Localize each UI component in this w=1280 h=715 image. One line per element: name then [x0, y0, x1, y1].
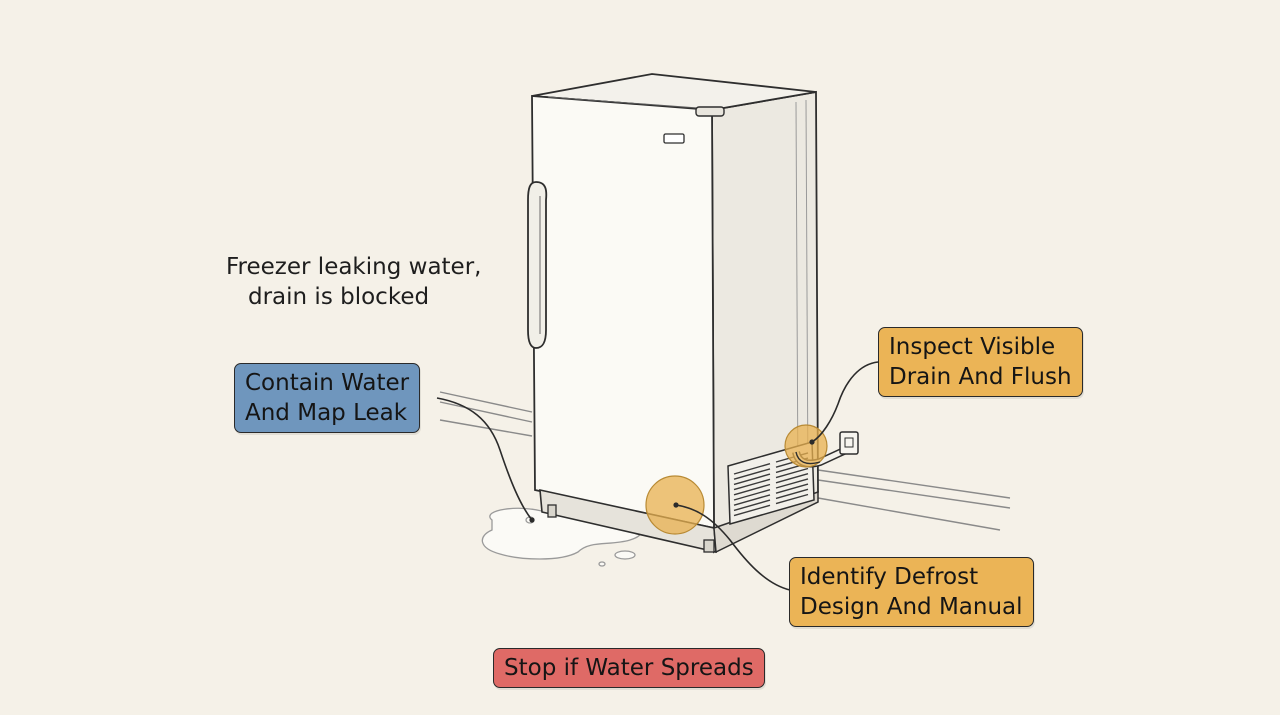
wall-outlet	[839, 431, 859, 455]
vent-slat	[733, 494, 771, 506]
vent-slat	[775, 493, 809, 505]
leader-lines	[436, 361, 879, 591]
callout-inspect-line-2: Drain And Flush	[889, 364, 1072, 390]
drain-highlight	[784, 424, 828, 468]
brand-badge	[663, 133, 685, 144]
callout-identify-defrost: Identify Defrost Design And Manual	[789, 557, 1034, 627]
callout-contain-line-1: Contain Water	[245, 370, 410, 396]
callout-inspect-drain: Inspect Visible Drain And Flush	[878, 327, 1083, 397]
base-feet	[547, 504, 715, 553]
outlet-socket	[844, 437, 854, 448]
vent-slat	[733, 468, 771, 480]
wall-baseline-left	[439, 391, 533, 437]
vent-slat	[733, 478, 771, 491]
vent-slat	[733, 499, 771, 512]
callout-contain-water: Contain Water And Map Leak	[234, 363, 421, 433]
vent-slat	[775, 478, 809, 489]
callout-contain-line-2: And Map Leak	[245, 400, 408, 426]
door-top-edge	[547, 96, 699, 109]
door-handle	[527, 181, 548, 349]
headline: Freezer leaking water, drain is blocked	[226, 252, 481, 312]
top-hinge	[695, 106, 725, 117]
vent-slat	[733, 489, 771, 501]
callout-identify-line-1: Identify Defrost	[800, 564, 979, 590]
callout-stop-spreads: Stop if Water Spreads	[493, 648, 765, 688]
vent-slat	[733, 483, 771, 496]
vent-slat	[733, 504, 771, 517]
vent-slat	[733, 463, 771, 475]
vent-slat	[733, 473, 771, 486]
vent-slat	[775, 483, 809, 494]
callout-stop-line-1: Stop if Water Spreads	[504, 655, 754, 681]
freezer-door	[531, 95, 715, 530]
hose-tip	[795, 451, 821, 465]
wall-baseline-right	[817, 469, 1011, 531]
headline-line-2: drain is blocked	[248, 284, 430, 310]
vent-slat	[775, 467, 809, 479]
headline-line-1: Freezer leaking water,	[226, 254, 482, 280]
leader-dots	[529, 439, 815, 523]
callout-inspect-line-1: Inspect Visible	[889, 334, 1056, 360]
vent-slat	[775, 473, 809, 484]
callout-identify-line-2: Design And Manual	[800, 594, 1023, 620]
vent-slat	[775, 488, 809, 500]
